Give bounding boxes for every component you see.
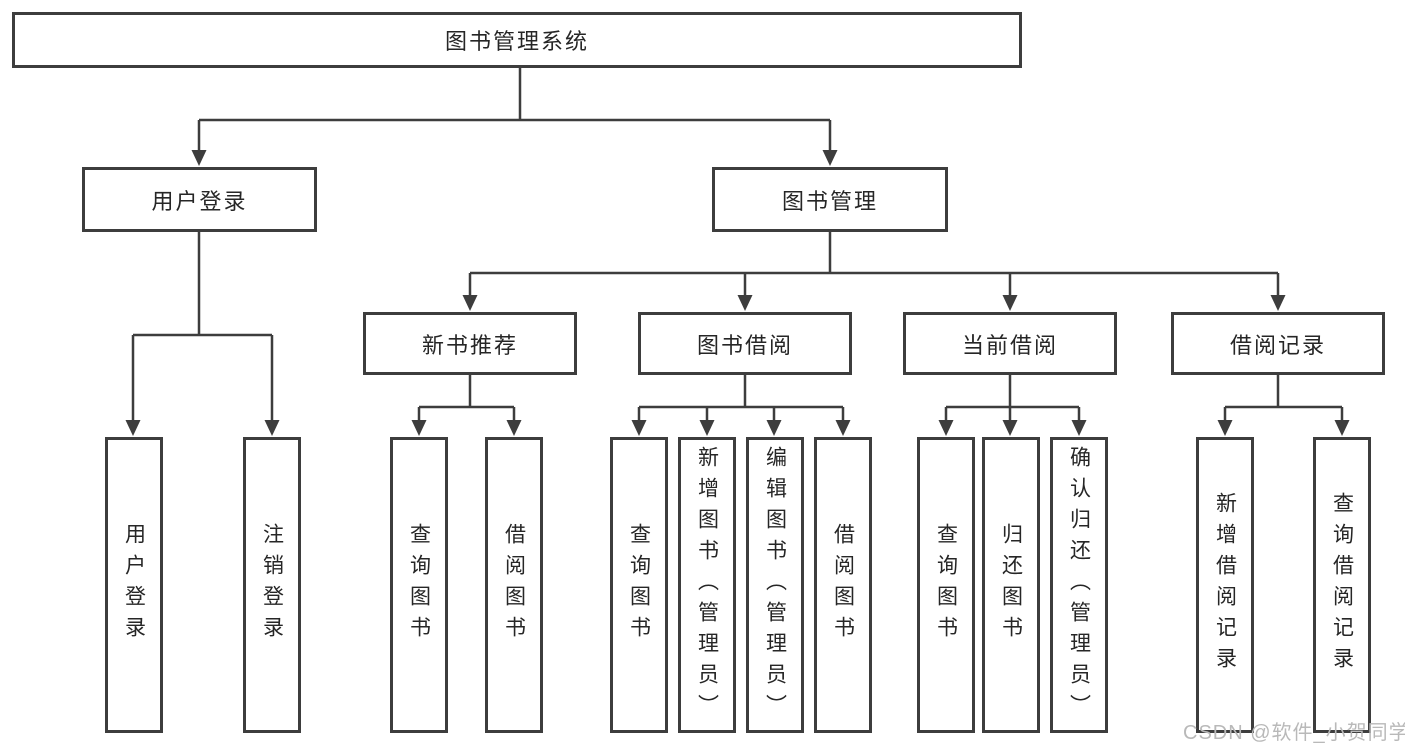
leaf-label: 借阅图书	[502, 523, 526, 647]
node-user-login: 用户登录	[82, 167, 317, 232]
node-book-management: 图书管理	[712, 167, 948, 232]
leaf-label: 查询图书	[627, 523, 651, 647]
arrow-icon	[411, 420, 427, 436]
connector-book-management-to-level2	[468, 232, 1280, 298]
node-root-library-system: 图书管理系统	[12, 12, 1022, 68]
arrow-icon	[835, 420, 851, 436]
connector-book-borrow-to-leaves	[637, 375, 845, 423]
leaf-label: 归还图书	[999, 523, 1023, 647]
node-label: 用户登录	[151, 188, 248, 214]
connector-borrow-record-to-leaves	[1223, 375, 1344, 423]
leaf-return-book: 归还图书	[982, 437, 1040, 733]
node-label: 借阅记录	[1229, 332, 1326, 358]
leaf-query-borrow-record: 查询借阅记录	[1313, 437, 1371, 733]
arrow-icon	[506, 420, 522, 436]
leaf-label: 新增图书（管理员）	[695, 445, 719, 725]
node-label: 新书推荐	[421, 332, 518, 358]
arrow-icon	[938, 420, 954, 436]
connector-new-book-recommend-to-leaves	[417, 375, 516, 423]
leaf-confirm-return-admin: 确认归还（管理员）	[1050, 437, 1108, 733]
leaf-label: 编辑图书（管理员）	[763, 445, 787, 725]
node-label: 图书管理	[781, 188, 878, 214]
leaf-query-books-recommend: 查询图书	[390, 437, 448, 733]
leaf-label: 注销登录	[260, 523, 284, 647]
leaf-label: 确认归还（管理员）	[1067, 445, 1091, 725]
node-new-book-recommend: 新书推荐	[363, 312, 577, 375]
node-borrow-record: 借阅记录	[1171, 312, 1385, 375]
arrow-icon	[264, 420, 280, 436]
leaf-borrow-books: 借阅图书	[814, 437, 872, 733]
arrowheads	[125, 150, 1350, 436]
leaf-label: 查询图书	[407, 523, 431, 647]
leaf-query-books-current: 查询图书	[917, 437, 975, 733]
leaf-logout: 注销登录	[243, 437, 301, 733]
leaf-label: 新增借阅记录	[1213, 492, 1237, 678]
arrow-icon	[1334, 420, 1350, 436]
arrow-icon	[822, 150, 838, 166]
arrow-icon	[1002, 420, 1018, 436]
leaf-query-books-borrow: 查询图书	[610, 437, 668, 733]
arrow-icon	[125, 420, 141, 436]
arrow-icon	[1217, 420, 1233, 436]
leaf-user-login: 用户登录	[105, 437, 163, 733]
connector-user-login-to-leaves	[131, 232, 274, 423]
arrow-icon	[737, 295, 753, 311]
node-current-borrow: 当前借阅	[903, 312, 1117, 375]
node-label: 图书借阅	[696, 332, 793, 358]
node-label: 当前借阅	[961, 332, 1058, 358]
node-label: 图书管理系统	[444, 29, 589, 54]
arrow-icon	[462, 295, 478, 311]
arrow-icon	[191, 150, 207, 166]
arrow-icon	[699, 420, 715, 436]
leaf-borrow-books-recommend: 借阅图书	[485, 437, 543, 733]
leaf-add-borrow-record: 新增借阅记录	[1196, 437, 1254, 733]
leaf-label: 查询借阅记录	[1330, 492, 1354, 678]
leaf-add-book-admin: 新增图书（管理员）	[678, 437, 736, 733]
connector-root-to-level1	[197, 68, 832, 153]
node-book-borrow: 图书借阅	[638, 312, 852, 375]
arrow-icon	[1002, 295, 1018, 311]
leaf-label: 查询图书	[934, 523, 958, 647]
csdn-watermark: CSDN @软件_小贺同学	[1183, 722, 1405, 744]
connector-current-borrow-to-leaves	[944, 375, 1081, 423]
arrow-icon	[631, 420, 647, 436]
arrow-icon	[766, 420, 782, 436]
leaf-label: 借阅图书	[831, 523, 855, 647]
arrow-icon	[1071, 420, 1087, 436]
arrow-icon	[1270, 295, 1286, 311]
leaf-edit-book-admin: 编辑图书（管理员）	[746, 437, 804, 733]
leaf-label: 用户登录	[122, 523, 146, 647]
